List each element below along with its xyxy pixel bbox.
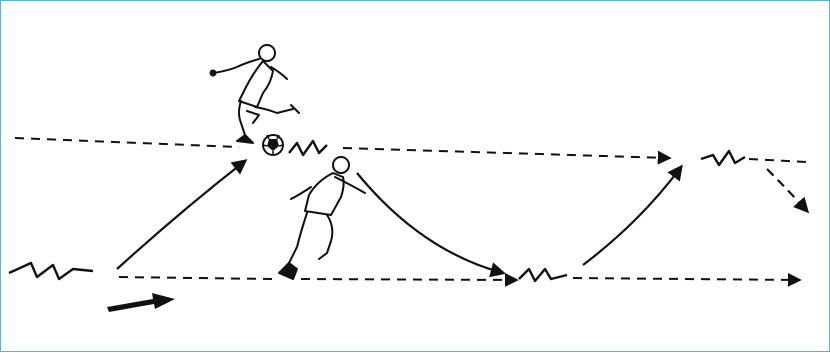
dribble-zigzags [9,141,745,281]
player-kicking [211,45,300,143]
run-arrows [117,161,807,273]
lower-dashed-line [119,277,799,280]
zigzag-upper-left [289,141,327,155]
soccer-ball-icon [263,135,283,155]
run-arrow-up-right [583,167,681,265]
direction-arrow [107,293,175,312]
zigzag-start [9,263,93,279]
zigzag-lower-mid [519,269,567,281]
run-arrow-up-left [117,161,245,269]
run-arrow-down-mid [357,173,503,273]
zigzag-upper-right [701,151,745,165]
player-running [279,157,365,279]
run-arrow-down-right [767,169,807,211]
upper-dashed-line [15,138,807,162]
